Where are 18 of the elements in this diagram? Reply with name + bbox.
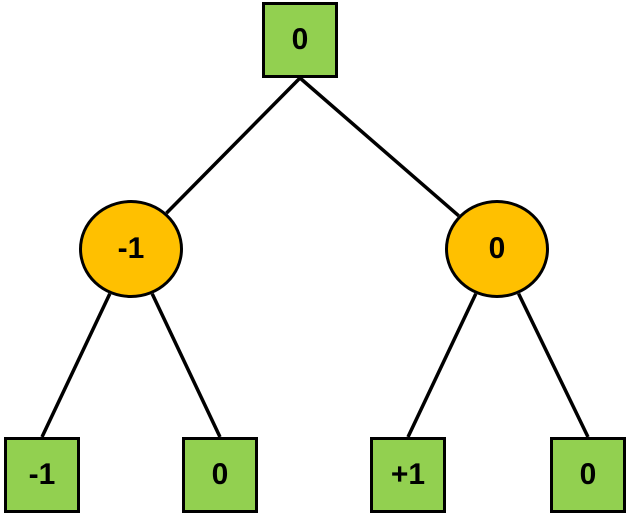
node-value: 0 [212,458,228,492]
tree-node-box [370,437,446,513]
tree-node-box [4,437,80,513]
tree-node-box [550,437,626,513]
node-value: -1 [28,458,56,492]
node-value: +1 [390,458,426,492]
connector-line [40,293,112,438]
node-value: 0 [488,232,506,266]
connector-line [406,293,478,438]
connector-line [165,76,302,214]
node-value: -1 [118,232,144,266]
connector-line [150,293,222,438]
tree-node-box [262,2,338,78]
connector-line [517,292,590,438]
connector-line [298,76,460,218]
node-value: 0 [292,23,308,57]
node-value: 0 [580,458,596,492]
tree-node-box [182,437,258,513]
